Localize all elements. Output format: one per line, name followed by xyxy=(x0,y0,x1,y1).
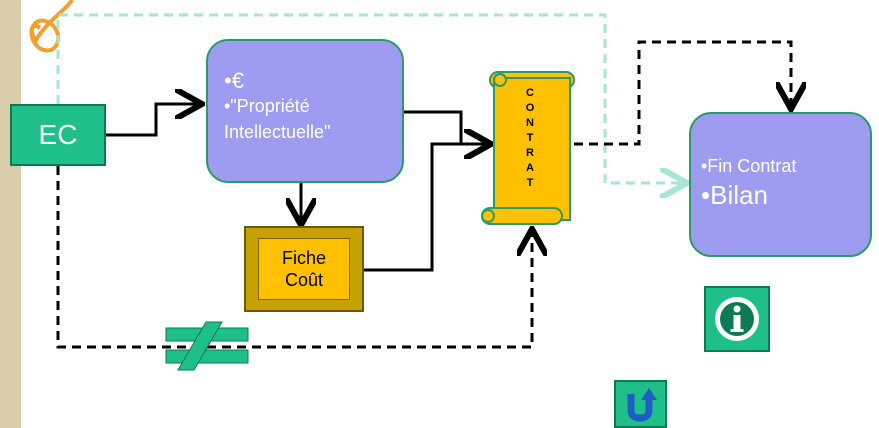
contrat-letter: O xyxy=(525,102,535,114)
return-button[interactable] xyxy=(614,380,667,428)
return-arrow-icon xyxy=(627,388,657,422)
info-icon xyxy=(715,297,759,341)
fiche-cout-box[interactable]: Fiche Coût xyxy=(244,226,364,312)
contrat-letter: R xyxy=(526,147,534,159)
fin-contrat-label: •Fin Contrat xyxy=(701,156,797,176)
light-dashed-connector xyxy=(56,13,684,183)
contrat-to-bilan-dashed xyxy=(574,40,791,146)
contrat-letter: T xyxy=(526,177,534,189)
cout-label: Coût xyxy=(284,270,324,290)
bilan-box[interactable]: •Fin Contrat •Bilan xyxy=(689,112,872,257)
propriete-line2: Intellectuelle" xyxy=(224,122,331,142)
fiche-to-contrat-arrow xyxy=(364,144,488,272)
ec-label: EC xyxy=(38,119,78,150)
ec-box[interactable]: EC xyxy=(10,104,106,166)
contrat-scroll xyxy=(481,71,575,225)
contrat-letter: T xyxy=(526,132,534,144)
ec-to-contrat-dashed xyxy=(56,166,532,349)
bilan-label: •Bilan xyxy=(701,180,768,210)
contrat-label: C O N T R A T xyxy=(522,86,538,191)
contrat-letter: A xyxy=(526,162,534,174)
propriete-line1: •"Propriété xyxy=(224,96,310,116)
contrat-letter: N xyxy=(526,117,534,129)
euro-bullet: •€ xyxy=(224,68,244,93)
orange-scribble xyxy=(29,0,74,53)
not-equal-icon xyxy=(165,321,249,371)
propriete-to-contrat-arrow xyxy=(404,110,488,144)
info-button[interactable] xyxy=(704,286,770,352)
fiche-label: Fiche xyxy=(281,248,326,268)
contrat-letter: C xyxy=(526,87,534,99)
ec-to-propriete-arrow xyxy=(106,104,199,137)
fiche-cout-inner: Fiche Coût xyxy=(258,238,350,300)
propriete-box[interactable]: •€ •"Propriété Intellectuelle" xyxy=(206,39,404,183)
